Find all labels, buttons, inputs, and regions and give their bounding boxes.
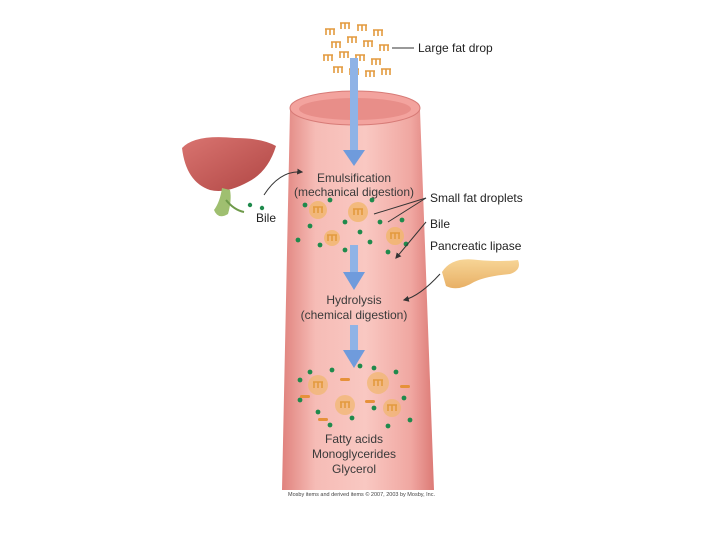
bile-dots [247, 197, 413, 429]
hydrolysis-products [300, 372, 410, 421]
step-hydrolysis-title: Hydrolysis [326, 293, 381, 307]
label-bile-left: Bile [256, 211, 276, 225]
product-monoglycerides: Monoglycerides [312, 447, 396, 461]
small-fat-droplets [309, 201, 404, 246]
liver-illustration [182, 137, 276, 217]
label-large-fat-drop: Large fat drop [418, 41, 493, 55]
product-fatty-acids: Fatty acids [325, 432, 383, 446]
copyright-credit: Mosby items and derived items © 2007, 20… [288, 491, 435, 498]
step-emulsification-title: Emulsification [317, 171, 391, 185]
product-glycerol: Glycerol [332, 462, 376, 476]
label-small-fat-droplets: Small fat droplets [430, 191, 523, 205]
step-hydrolysis-subtitle: (chemical digestion) [301, 308, 408, 322]
label-pancreatic-lipase: Pancreatic lipase [430, 239, 522, 253]
flow-arrows [343, 58, 365, 368]
label-bile-right: Bile [430, 217, 450, 231]
pancreas-illustration [442, 259, 519, 289]
step-emulsification-subtitle: (mechanical digestion) [294, 185, 414, 199]
leader-lines [263, 47, 441, 302]
